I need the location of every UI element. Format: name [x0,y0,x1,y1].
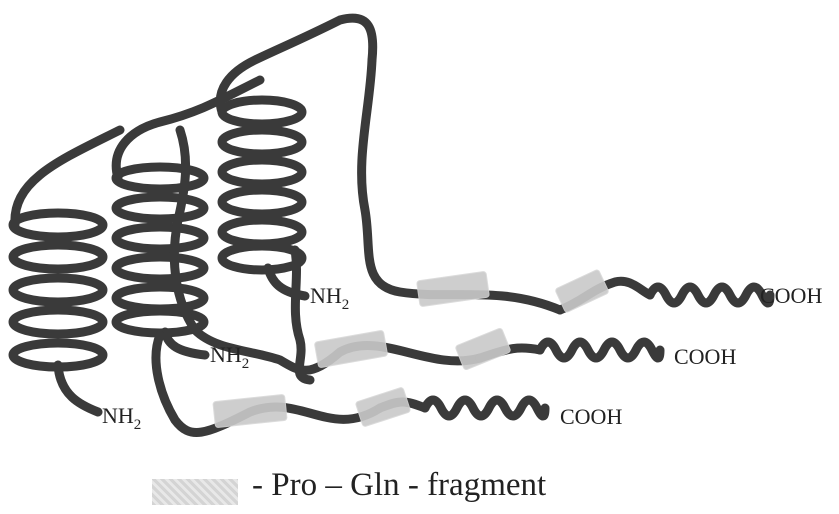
fragment-5 [213,394,287,427]
legend-text: - Pro – Gln - fragment [252,467,546,504]
cooh-label-2: COOH [674,344,736,369]
loop-helix3-down [295,250,310,380]
cooh-label-1: COOH [760,283,822,308]
fragment-2 [555,269,609,313]
fragment-1 [417,271,490,306]
cooh-label-3: COOH [560,404,622,429]
legend-swatch [152,479,238,505]
loop-upper [362,60,560,310]
fragment-6 [355,387,411,427]
wave-tail-2 [540,342,660,358]
wave-tail-3 [425,400,545,416]
nh2-label-3: NH2 [102,403,141,433]
nh2-label-1: NH2 [310,283,349,313]
wave-tail-1 [650,287,770,303]
fragment-3 [314,330,387,368]
helix-1 [13,130,120,412]
fragment-4 [455,328,511,371]
